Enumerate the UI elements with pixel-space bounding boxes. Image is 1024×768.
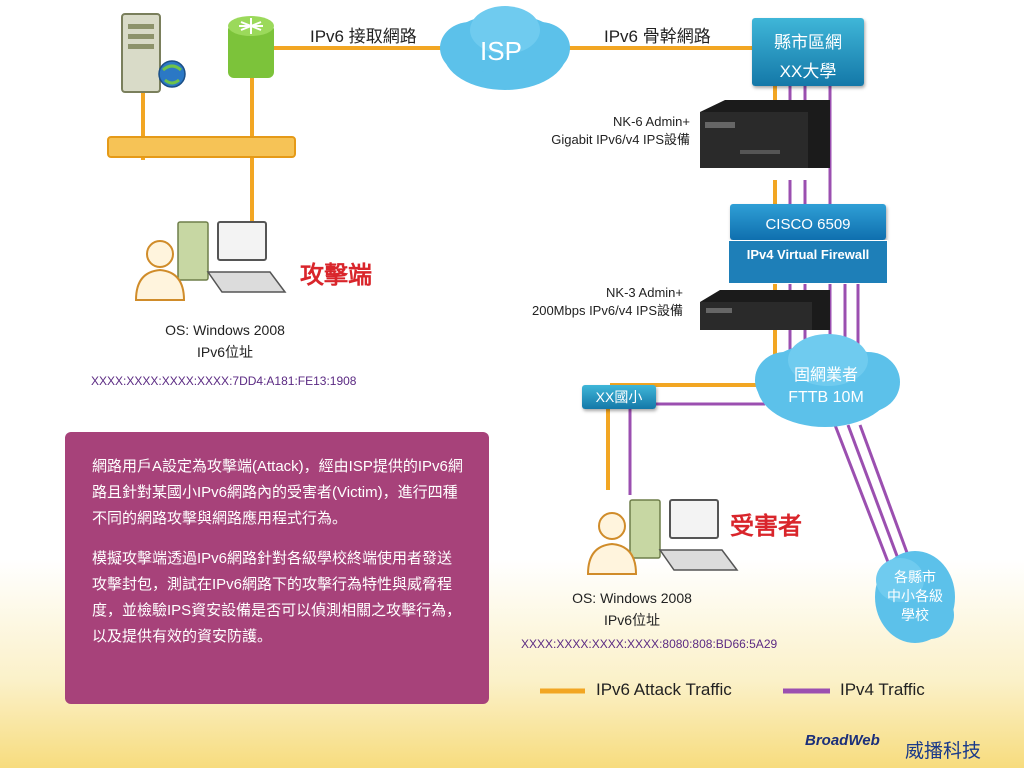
legend-attack-label: IPv6 Attack Traffic	[596, 680, 732, 699]
schools-cloud-line2: 中小各級	[887, 588, 943, 604]
router-icon	[228, 16, 274, 78]
cisco-label: CISCO 6509	[765, 216, 851, 233]
isp-cloud	[440, 6, 570, 90]
victim-os: OS: Windows 2008	[572, 590, 692, 606]
victim-computer-icon	[586, 499, 739, 575]
nk6-device-icon	[700, 100, 830, 168]
legend-ipv4-label: IPv4 Traffic	[840, 680, 925, 699]
server-icon	[121, 13, 186, 93]
county-network-line1: 縣市區網	[774, 33, 842, 52]
brand-name: 威播科技	[905, 741, 982, 762]
ipv4-virtual-firewall: IPv4 Virtual Firewall	[728, 240, 888, 284]
fttb-label-line1: 固網業者	[793, 367, 858, 384]
school-box: XX國小	[582, 385, 656, 409]
cisco-switch-box: CISCO 6509	[730, 204, 886, 240]
fttb-label-line2: FTTB 10M	[788, 389, 864, 406]
schools-cloud-line3: 學校	[901, 607, 929, 623]
schools-cloud	[875, 551, 955, 643]
attacker-ip-label: IPv6位址	[196, 344, 253, 360]
county-network-box: 縣市區網 XX大學	[752, 18, 864, 86]
attacker-title: 攻擊端	[300, 262, 372, 289]
county-network-line2: XX大學	[779, 62, 837, 81]
nk6-label-line1: NK-6 Admin+	[613, 114, 690, 129]
nk3-label-line2: 200Mbps IPv6/v4 IPS設備	[531, 303, 683, 318]
nk6-label: NK-6 Admin+ Gigabit IPv6/v4 IPS設備	[510, 113, 690, 149]
victim-title: 受害者	[730, 513, 802, 540]
attacker-os: OS: Windows 2008	[165, 322, 285, 338]
broadweb-logo-text: BroadWeb	[805, 732, 880, 749]
victim-ip-label: IPv6位址	[603, 612, 660, 628]
schools-cloud-line1: 各縣市	[894, 569, 936, 585]
network-bus	[107, 136, 296, 158]
backbone-network-label: IPv6 骨幹網路	[604, 27, 711, 46]
description-box: 網路用戶A設定為攻擊端(Attack)，經由ISP提供的IPv6網路且針對某國小…	[65, 432, 489, 704]
attacker-address: XXXX:XXXX:XXXX:XXXX:7DD4:A181:FE13:1908	[91, 374, 357, 388]
access-network-label: IPv6 接取網路	[310, 27, 417, 46]
nk3-label: NK-3 Admin+ 200Mbps IPv6/v4 IPS設備	[500, 284, 683, 320]
attacker-computer-icon	[134, 221, 287, 301]
fttb-cloud	[755, 334, 900, 427]
nk6-label-line2: Gigabit IPv6/v4 IPS設備	[551, 132, 690, 147]
description-paragraph-1: 網路用戶A設定為攻擊端(Attack)，經由ISP提供的IPv6網路且針對某國小…	[92, 458, 463, 527]
isp-label: ISP	[480, 36, 522, 66]
nk3-device-icon	[700, 290, 830, 330]
broadweb-logo: BroadWeb	[805, 732, 880, 750]
nk3-label-line1: NK-3 Admin+	[606, 285, 683, 300]
ipv6-attack-lines	[141, 46, 777, 490]
victim-address: XXXX:XXXX:XXXX:XXXX:8080:808:BD66:5A29	[521, 637, 778, 651]
description-paragraph-2: 模擬攻擊端透過IPv6網路針對各級學校終端使用者發送攻擊封包，測試在IPv6網路…	[92, 550, 462, 645]
schools-cloud-label: 各縣市 中小各級 學校	[882, 568, 948, 625]
fttb-label: 固網業者 FTTB 10M	[772, 365, 880, 409]
